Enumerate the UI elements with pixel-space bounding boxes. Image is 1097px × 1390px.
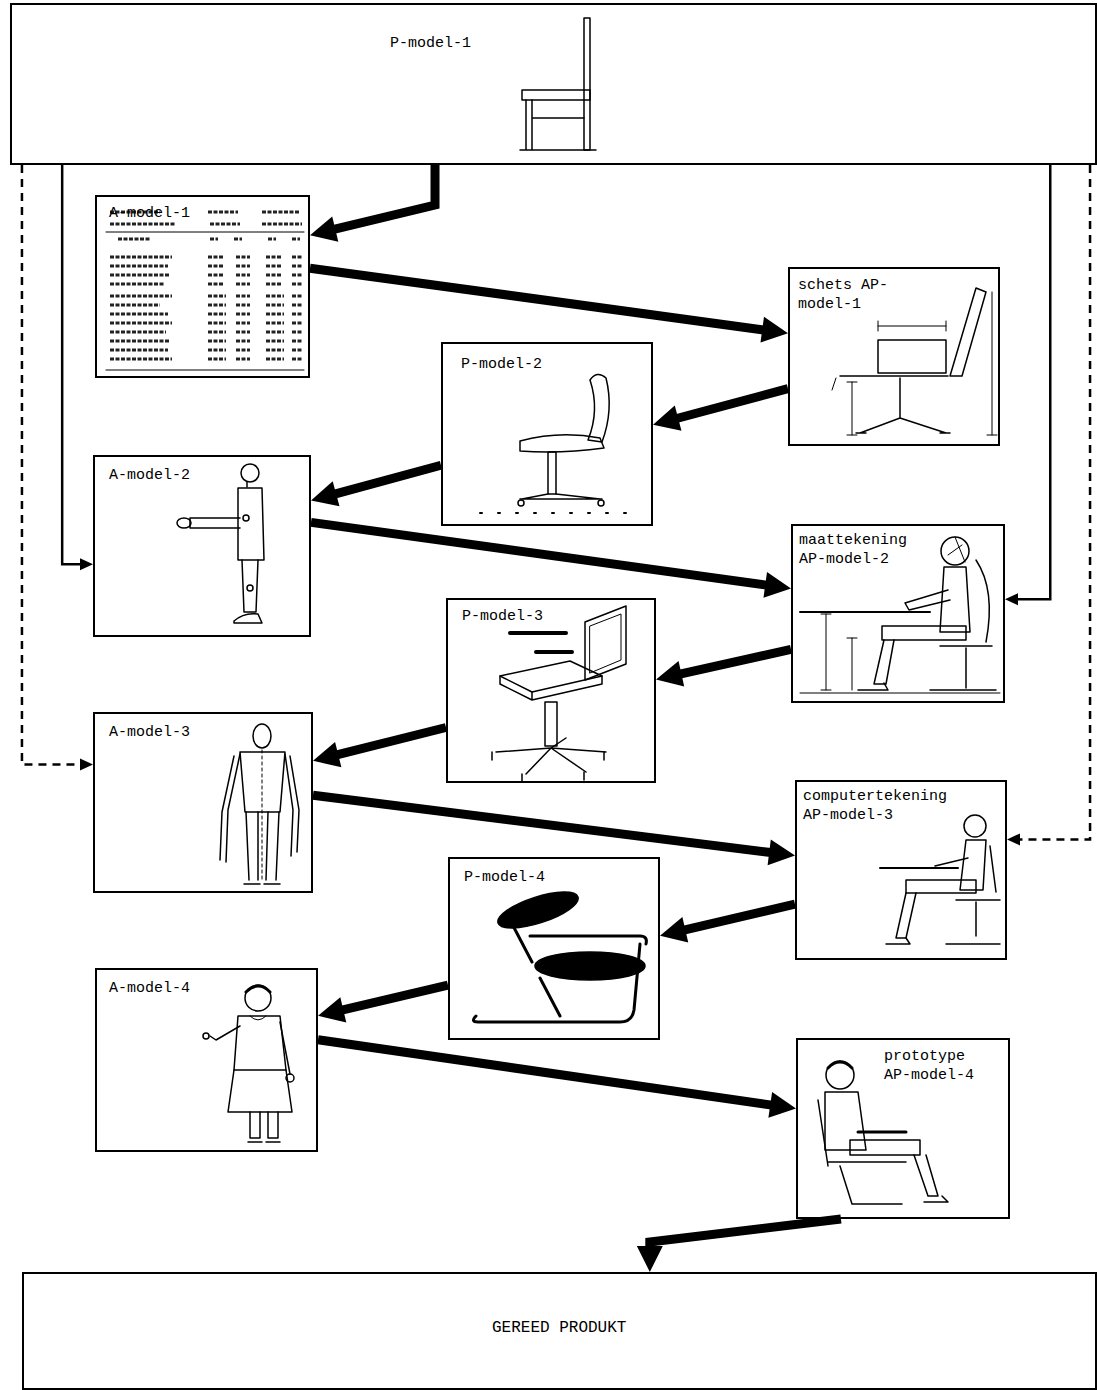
connector-line bbox=[1017, 165, 1051, 599]
flow-arrow bbox=[653, 389, 788, 431]
flow-arrow bbox=[1007, 165, 1090, 845]
model-box: prototype AP-model-4 bbox=[796, 1038, 1010, 1219]
data-table bbox=[110, 212, 302, 359]
flow-arrow bbox=[313, 728, 446, 768]
connector-line bbox=[334, 165, 435, 229]
chair-sketch bbox=[520, 18, 596, 150]
connector-line bbox=[310, 268, 764, 330]
connector-line bbox=[680, 649, 791, 674]
connector-line bbox=[318, 1040, 772, 1105]
flow-arrow bbox=[62, 165, 93, 570]
connector-line bbox=[62, 165, 81, 564]
model-box: A-model-2 bbox=[93, 455, 311, 637]
model-label: schets AP-model-1 bbox=[798, 277, 897, 315]
arrow-head bbox=[653, 406, 681, 431]
flow-arrow bbox=[310, 165, 435, 242]
flow-arrow bbox=[313, 795, 795, 865]
model-box: P-model-2 bbox=[441, 342, 653, 526]
model-box: A-model-1 bbox=[95, 195, 310, 378]
connector-line bbox=[335, 465, 441, 494]
flow-arrow bbox=[1005, 165, 1050, 605]
connector-line bbox=[684, 904, 795, 930]
model-label: P-model-4 bbox=[464, 869, 545, 888]
arrow-head bbox=[656, 661, 684, 686]
chair-drawing bbox=[480, 374, 640, 513]
model-label: prototype AP-model-4 bbox=[884, 1048, 983, 1086]
arrow-head bbox=[318, 997, 346, 1022]
model-box: computertekening AP-model-3 bbox=[795, 780, 1007, 960]
connector-line bbox=[677, 389, 788, 419]
flow-arrow bbox=[22, 165, 93, 770]
model-label: A-model-4 bbox=[109, 980, 190, 999]
flow-arrow bbox=[311, 465, 441, 506]
flow-arrow bbox=[310, 268, 788, 342]
arrow-head bbox=[311, 481, 339, 506]
arrow-head bbox=[1007, 833, 1020, 845]
model-label: P-model-1 bbox=[390, 35, 471, 54]
table-rule bbox=[106, 232, 304, 370]
flow-arrow bbox=[311, 522, 791, 597]
model-box: P-model-4 bbox=[448, 857, 660, 1040]
flow-arrow bbox=[656, 649, 791, 686]
model-label: computertekening AP-model-3 bbox=[803, 788, 956, 826]
seated-figure bbox=[880, 815, 1000, 944]
chair-drawing bbox=[473, 885, 646, 1022]
arrow-head bbox=[637, 1246, 663, 1272]
chair-drawing bbox=[492, 606, 626, 782]
flow-arrow bbox=[660, 904, 795, 942]
band-box: GEREED PRODUKT bbox=[22, 1272, 1097, 1390]
manikin-figure bbox=[220, 724, 299, 884]
manikin-figure bbox=[177, 464, 264, 623]
model-label: A-model-1 bbox=[109, 205, 190, 224]
arrow-head bbox=[1005, 593, 1018, 605]
model-box: schets AP-model-1 bbox=[788, 267, 1000, 446]
connector-line bbox=[313, 795, 771, 852]
model-label: maattekening AP-model-2 bbox=[799, 532, 916, 570]
model-label: P-model-3 bbox=[462, 608, 543, 627]
model-label: P-model-2 bbox=[461, 356, 542, 375]
flow-arrow bbox=[637, 1219, 841, 1272]
model-label: A-model-2 bbox=[109, 467, 190, 486]
arrow-head bbox=[768, 839, 795, 865]
model-box: P-model-3 bbox=[446, 598, 656, 783]
model-label: A-model-3 bbox=[109, 724, 190, 743]
model-box: maattekening AP-model-2 bbox=[791, 524, 1005, 703]
arrow-head bbox=[660, 917, 688, 942]
connector-line bbox=[342, 985, 448, 1010]
arrow-head bbox=[80, 558, 93, 570]
connector-line bbox=[337, 728, 446, 755]
model-label: GEREED PRODUKT bbox=[492, 1318, 626, 1338]
band-box: P-model-1 bbox=[10, 3, 1097, 165]
flow-arrow bbox=[318, 1040, 796, 1118]
arrow-head bbox=[763, 572, 791, 598]
flow-arrow bbox=[318, 985, 448, 1022]
model-box: A-model-3 bbox=[93, 712, 313, 893]
arrow-head bbox=[768, 1092, 796, 1118]
model-box: A-model-4 bbox=[95, 968, 318, 1152]
arrow-head bbox=[760, 317, 788, 343]
arrow-head bbox=[310, 217, 338, 242]
connector-line bbox=[650, 1219, 841, 1248]
arrow-head bbox=[80, 758, 93, 770]
connector-line bbox=[311, 522, 767, 585]
connector-line bbox=[22, 165, 82, 764]
arrow-head bbox=[313, 742, 341, 767]
manikin-figure bbox=[203, 985, 294, 1142]
connector-line bbox=[1019, 165, 1091, 839]
